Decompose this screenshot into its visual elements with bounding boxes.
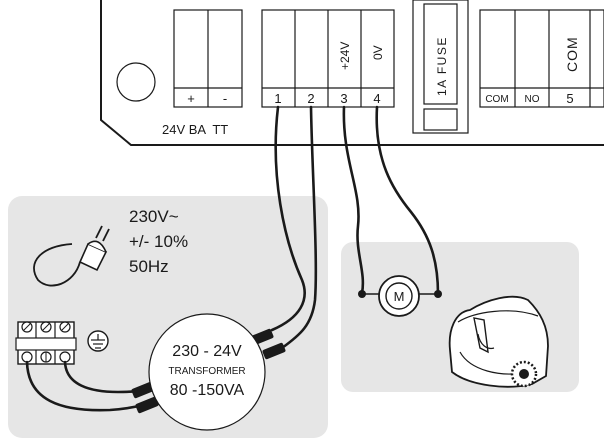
terminal-5-label: COM [564,36,580,72]
plug-icon [33,225,110,287]
sleeve-4 [135,396,159,414]
gate-motor-icon [448,295,549,388]
terminal-5: 5 [566,91,573,106]
terminal-com: COM [485,94,508,105]
terminal-block-main: 1 2 3 4 +24V 0V [261,9,395,108]
wire-terminal-3 [342,105,365,295]
transformer: 230 - 24V TRANSFORMER 80 -150VA [148,313,266,431]
terminal-minus: - [223,91,227,106]
wire-terminal-2 [280,105,318,350]
terminal-3-label: +24V [338,42,352,70]
transformer-ratio: 230 - 24V [172,343,242,360]
terminal-block-relay: COM NO 5 COM [479,9,604,108]
mains-frequency: 50Hz [129,257,169,276]
board-group-label: 24V BA TT [162,122,228,137]
mounting-hole [116,62,156,102]
terminal-1: 1 [274,91,281,106]
sleeve-3 [131,381,155,399]
transformer-name: TRANSFORMER [168,366,245,377]
terminal-3: 3 [340,91,347,106]
motor: M [358,275,442,317]
wire-terminal-4 [375,105,440,296]
terminal-plus: + [187,91,195,106]
terminal-no: NO [525,94,540,105]
fuse: 1A FUSE [412,0,469,134]
transformer-power: 80 -150VA [170,382,245,399]
mains-tolerance: +/- 10% [129,232,188,251]
wire-terminal-1 [270,105,306,332]
fuse-label: 1A FUSE [435,36,449,96]
terminal-4-label: 0V [371,45,385,60]
board-outline [100,0,604,146]
control-board: + - 24V BA TT 1 2 3 4 +24V 0V 1A FUSE [100,0,604,146]
mains-voltage: 230V~ [129,207,179,226]
terminal-4: 4 [373,91,380,106]
terminal-strip [15,321,77,365]
motor-label: M [394,289,405,304]
sleeve-2 [262,342,286,360]
earth-icon [87,330,109,352]
terminal-block-24v-ba: + - [173,9,243,108]
terminal-2: 2 [307,91,314,106]
